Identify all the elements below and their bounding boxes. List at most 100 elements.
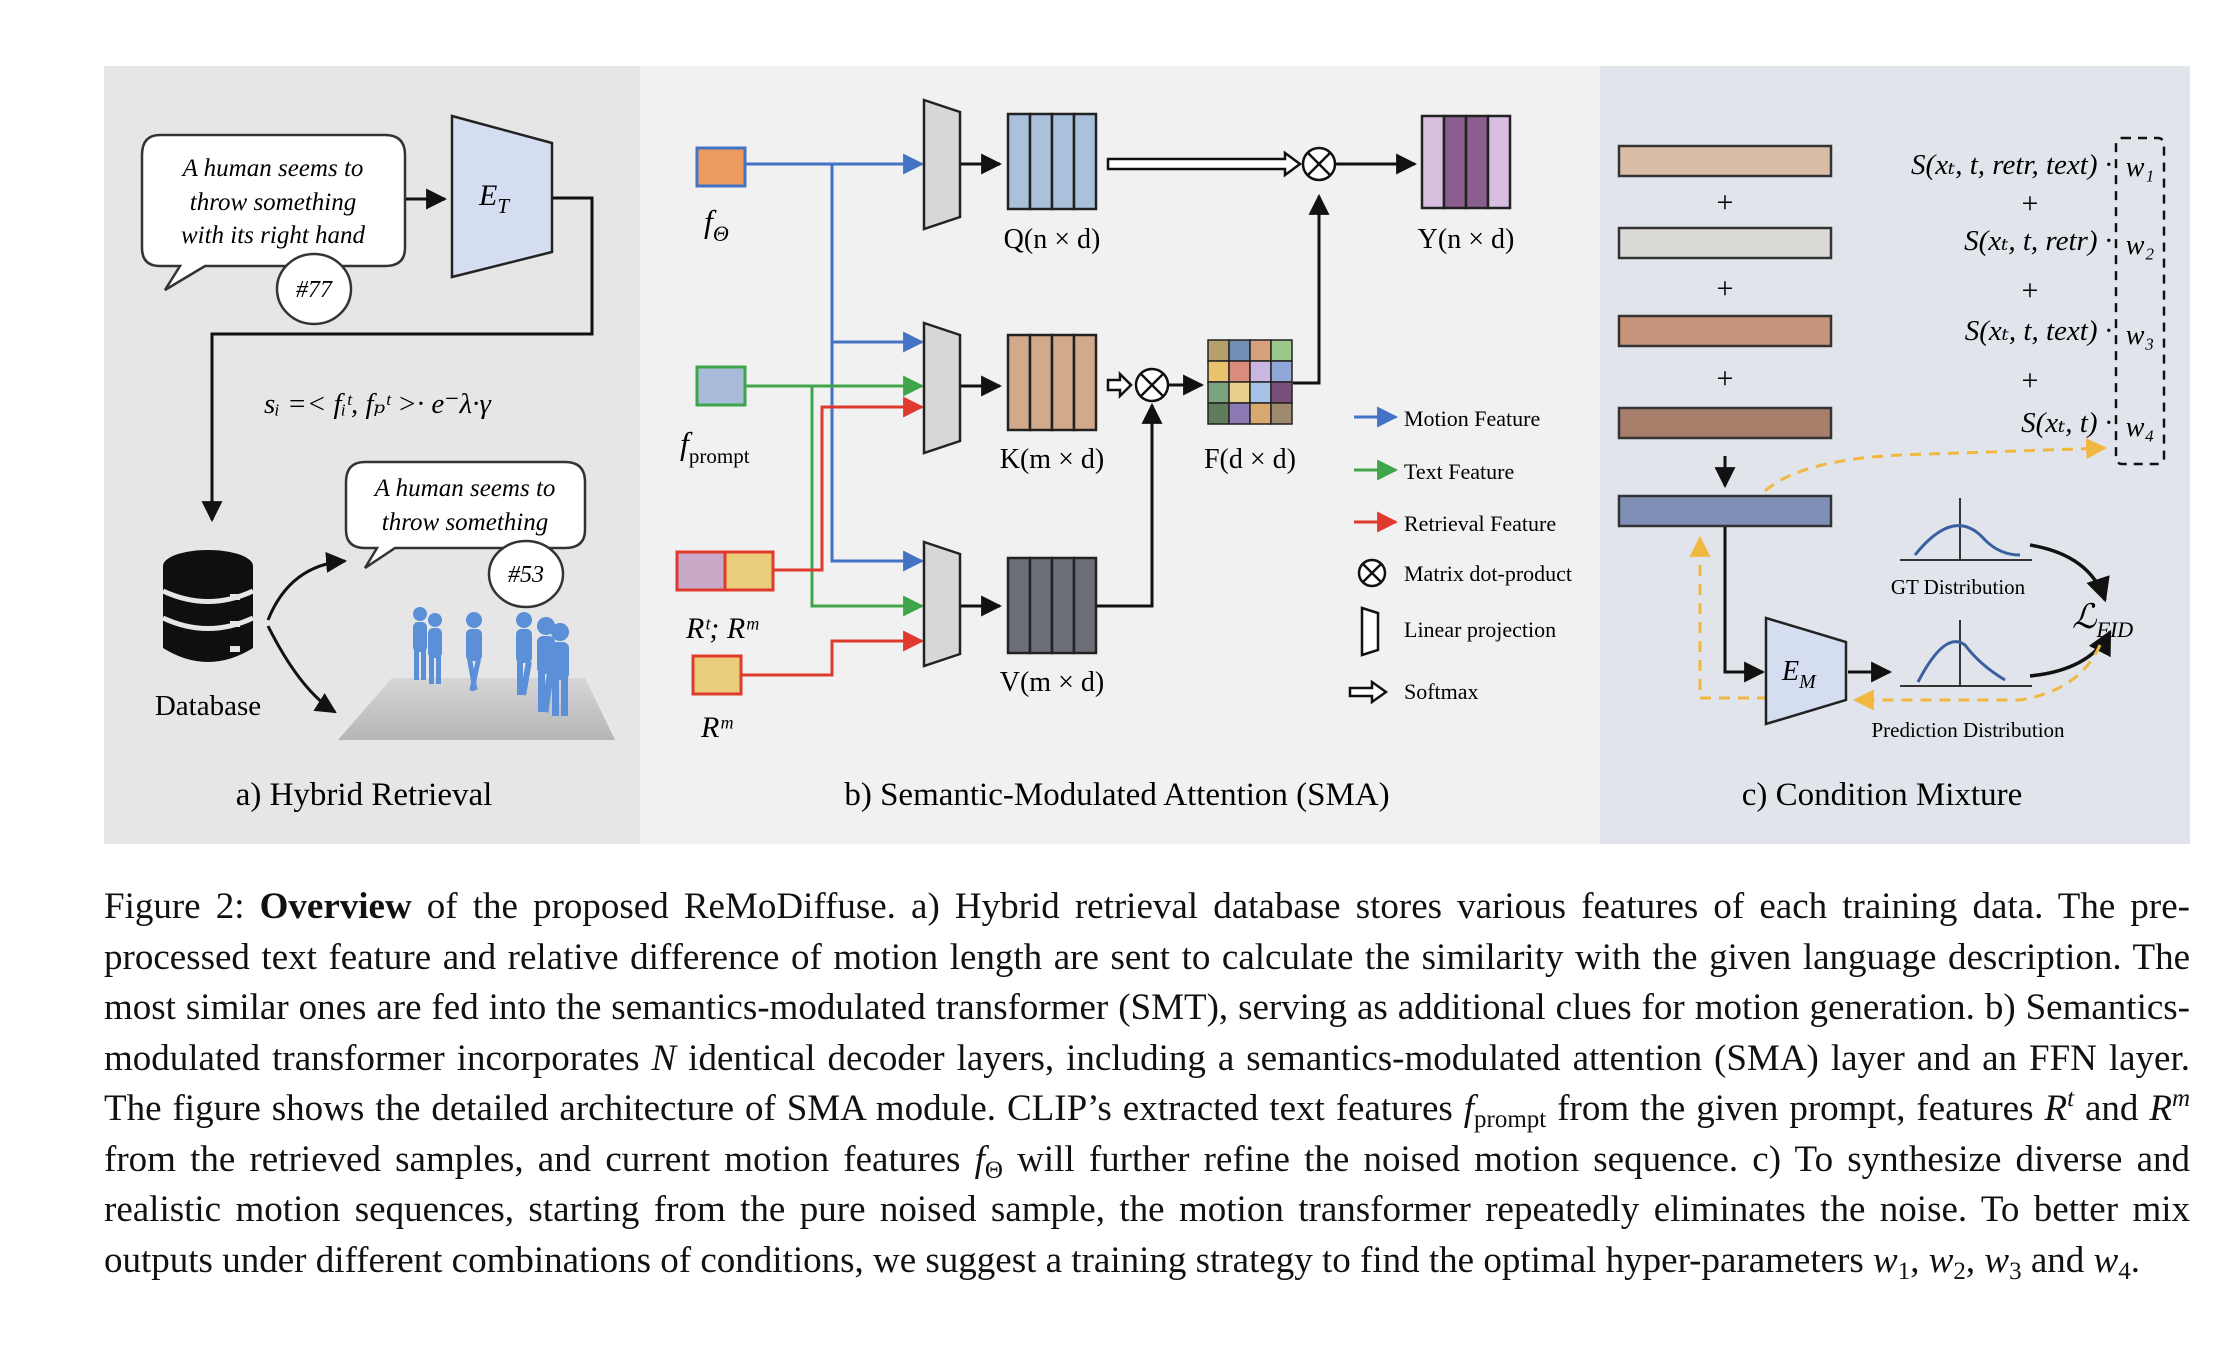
loss-feedback-arrow	[1852, 644, 2102, 711]
s-term-2: S(xₜ, t, retr) ·	[1964, 225, 2112, 257]
weight-w1: w₁	[2126, 152, 2154, 183]
plus-term-2: +	[2022, 274, 2039, 307]
panel-c-title: c) Condition Mixture	[1742, 777, 2022, 813]
k-label: K(m × d)	[1000, 444, 1104, 475]
v-to-otimes-arrow	[1097, 402, 1163, 608]
plus-1: +	[1717, 186, 1734, 219]
panel-hybrid-retrieval: A human seems to throw something with it…	[104, 66, 640, 844]
q-label: Q(n × d)	[1004, 224, 1101, 255]
motion-feature-lines	[746, 153, 925, 572]
svg-text:A human seems to: A human seems to	[181, 155, 364, 182]
plus-3: +	[1717, 362, 1734, 395]
figure-caption: Figure 2: Overview of the proposed ReMoD…	[104, 882, 2190, 1286]
softmax-arrow-q	[1106, 150, 1303, 178]
svg-text:EM: EM	[1781, 656, 1817, 693]
prediction-distribution-plot	[1900, 620, 2032, 687]
linear-projection-k	[922, 321, 962, 455]
sample-tag-77: #77	[275, 252, 353, 326]
condition-bar-3	[1617, 314, 1833, 348]
svg-text:Matrix dot-product: Matrix dot-product	[1404, 561, 1572, 586]
svg-text:throw something: throw something	[190, 189, 356, 216]
f-to-otimes-arrow	[1293, 193, 1330, 385]
v-matrix	[1006, 556, 1098, 655]
y-matrix	[1420, 114, 1512, 210]
k-matrix	[1006, 333, 1098, 432]
weight-w2: w₂	[2126, 230, 2155, 261]
linear-projection-q	[922, 98, 962, 231]
s-term-4: S(xₜ, t) ·	[2021, 407, 2112, 439]
legend-item-text: Text Feature	[1354, 459, 1514, 484]
svg-text:throw something: throw something	[382, 509, 548, 536]
svg-text:Linear projection: Linear projection	[1404, 617, 1556, 642]
otimes-icon-kv	[1134, 367, 1170, 403]
svg-text:A human seems to: A human seems to	[373, 475, 556, 502]
retrieved-motion-illustration	[338, 607, 615, 740]
gt-distribution-label: GT Distribution	[1891, 575, 2026, 599]
similarity-formula: sᵢ =< fᵢᵗ, fₚᵗ >· e⁻λ·γ	[264, 388, 492, 420]
condition-bar-1	[1617, 144, 1833, 178]
svg-text:with its right hand: with its right hand	[181, 222, 366, 249]
retrieval-text-box	[675, 550, 727, 592]
retrieval-feature-lines	[742, 396, 925, 677]
fid-loss-label: ℒFID	[2072, 599, 2133, 642]
condition-bar-4	[1617, 406, 1833, 440]
condition-bar-2	[1617, 226, 1833, 260]
query-speech-bubble: A human seems to throw something with it…	[140, 133, 407, 292]
overview-figure: A human seems to throw something with it…	[104, 66, 2190, 844]
linear-projection-icon	[1360, 606, 1380, 657]
v-label: V(m × d)	[1000, 667, 1104, 698]
feedback-loop-arrow	[1689, 535, 1768, 700]
softmax-arrow-icon	[1348, 679, 1389, 705]
mixed-to-encoder-arrow	[1723, 527, 1766, 683]
y-label: Y(n × d)	[1418, 224, 1515, 255]
database-icon	[161, 550, 255, 662]
weight-w3: w₃	[2126, 320, 2154, 351]
svg-text:ET: ET	[478, 179, 510, 218]
database-to-bubble-arrow	[266, 551, 348, 621]
svg-text:Motion Feature: Motion Feature	[1404, 406, 1540, 431]
text-encoder-et: ET	[450, 114, 554, 279]
svg-text:#53: #53	[508, 562, 544, 588]
text-feature-lines	[746, 375, 925, 617]
otimes-icon-qf	[1301, 146, 1337, 182]
motion-encoder-em: EM	[1764, 616, 1848, 726]
mixed-output-bar	[1617, 494, 1833, 528]
prediction-distribution-label: Prediction Distribution	[1871, 718, 2065, 742]
q-matrix	[1006, 112, 1098, 211]
panel-sma: fΘ fprompt Rᵗ; Rᵐ Rᵐ	[640, 66, 1600, 844]
panel-a-title: a) Hybrid Retrieval	[236, 777, 493, 813]
pred-to-loss-arrow	[2029, 629, 2112, 678]
plus-term-3: +	[2022, 364, 2039, 397]
gt-to-loss-arrow	[2029, 543, 2110, 603]
retrieval-motion-box-2	[691, 654, 743, 696]
plus-term-1: +	[2022, 187, 2039, 220]
text-feature-box	[695, 365, 747, 407]
f-matrix	[1207, 339, 1293, 425]
legend-item-motion: Motion Feature	[1354, 406, 1540, 431]
panel-b-title: b) Semantic-Modulated Attention (SMA)	[844, 777, 1389, 813]
panel-condition-mixture: + + + S(xₜ, t, retr, text) · + S(xₜ, t, …	[1600, 66, 2190, 844]
legend-item-linear-projection: Linear projection	[1360, 606, 1556, 657]
database-label: Database	[155, 690, 261, 722]
legend: Motion Feature Text Feature Retrieval Fe…	[1348, 406, 1572, 705]
gt-distribution-plot	[1900, 498, 2032, 561]
retrieval-motion-box	[723, 550, 775, 592]
feedback-to-weights-arrow	[1764, 438, 2108, 493]
rt-rm-label: Rᵗ; Rᵐ	[685, 612, 759, 645]
svg-text:Text Feature: Text Feature	[1404, 459, 1514, 484]
svg-text:Softmax: Softmax	[1404, 679, 1479, 704]
caption-text: Figure 2: Overview of the proposed ReMoD…	[104, 886, 2190, 1285]
legend-item-retrieval: Retrieval Feature	[1354, 511, 1556, 536]
f-label: F(d × d)	[1204, 444, 1296, 475]
weights-box	[2114, 136, 2166, 466]
motion-feature-box	[695, 146, 747, 188]
legend-item-dot-product: Matrix dot-product	[1357, 558, 1572, 588]
encoder-to-database-arrow	[201, 196, 594, 523]
weight-w4: w₄	[2126, 412, 2154, 443]
database-to-motion-arrow	[266, 625, 337, 714]
svg-text:#77: #77	[296, 277, 333, 303]
rm-label: Rᵐ	[700, 711, 733, 744]
linear-projection-v	[922, 540, 962, 668]
s-term-3: S(xₜ, t, text) ·	[1965, 315, 2112, 347]
sample-tag-53: #53	[487, 539, 565, 609]
